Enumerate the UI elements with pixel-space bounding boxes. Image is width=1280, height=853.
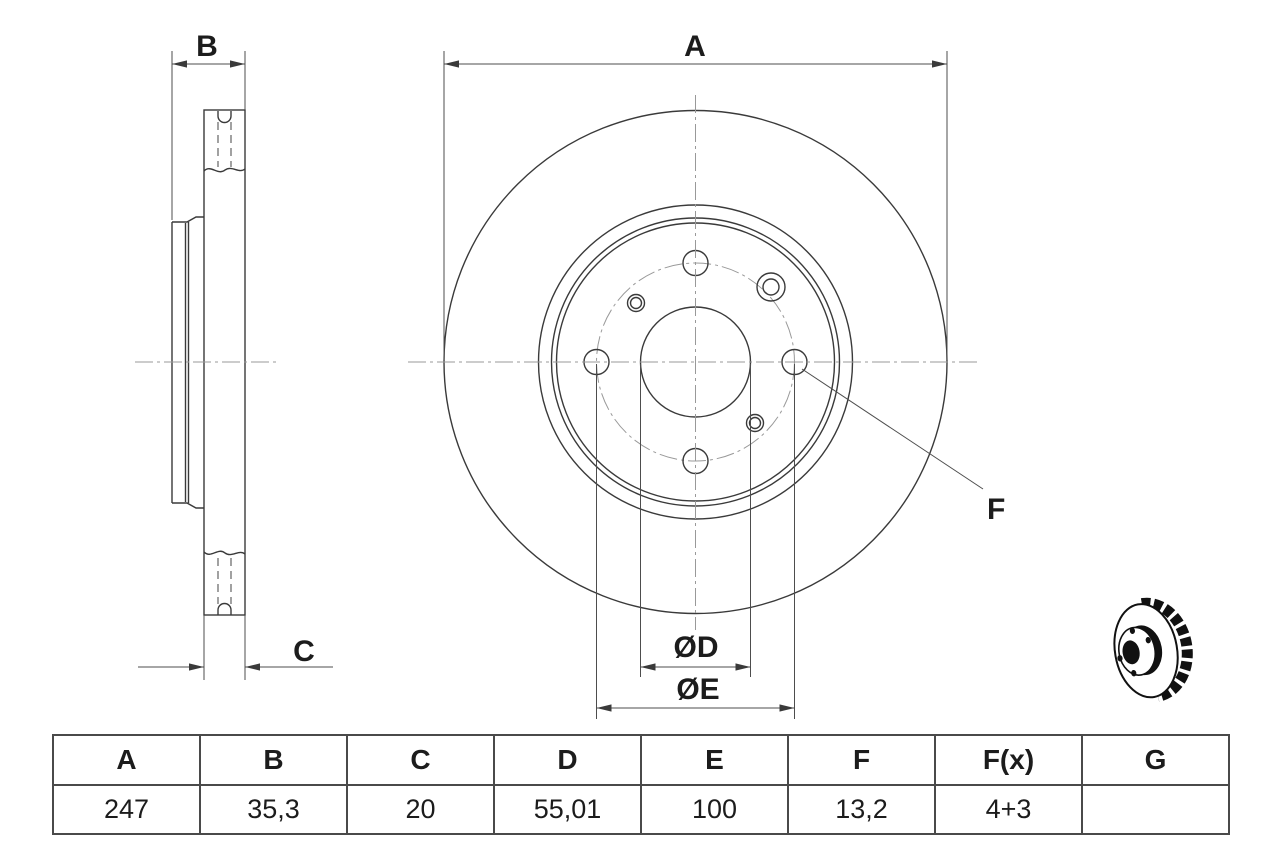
arrowhead: [735, 663, 751, 671]
spec-header-a: A: [52, 734, 201, 786]
break-line-top: [203, 167, 246, 173]
spec-header-d: D: [493, 734, 642, 786]
spec-header-f: F: [787, 734, 936, 786]
pin-hole-outer: [745, 413, 765, 433]
spec-header-row: A B C D E F F(x) G: [52, 734, 1230, 786]
spec-header-b: B: [199, 734, 348, 786]
spec-value-f: 13,2: [787, 784, 936, 835]
dimension-c: C: [138, 615, 333, 680]
hat-top-edge: [172, 216, 204, 223]
dimension-d: ØD: [640, 364, 751, 677]
center-bore: [1122, 640, 1140, 665]
front-view: [408, 95, 980, 630]
arrowhead: [230, 60, 245, 68]
dim-label-c: C: [293, 635, 315, 668]
set-screw-hole-inner: [762, 278, 780, 296]
spec-value-c: 20: [346, 784, 495, 835]
pin-hole-inner: [748, 416, 762, 430]
set-screw-hole-outer: [756, 272, 786, 302]
bolt-hole-dot: [1145, 636, 1151, 644]
pin-hole-inner: [629, 296, 643, 310]
dimension-b: B: [171, 30, 246, 220]
dimension-a: A: [443, 30, 948, 360]
vented-rim: [1140, 597, 1193, 702]
arrowhead: [932, 60, 947, 68]
spec-header-c: C: [346, 734, 495, 786]
side-view-cross-section: [135, 109, 280, 616]
arrowhead: [779, 704, 795, 712]
dimension-spec-table: A B C D E F F(x) G 247 35,3 20 55,01 100…: [52, 734, 1230, 835]
dim-label-b: B: [196, 30, 218, 63]
spec-header-e: E: [640, 734, 789, 786]
spec-value-fx: 4+3: [934, 784, 1083, 835]
dim-label-f: F: [987, 493, 1005, 526]
bolt-hole-dot: [1131, 669, 1137, 677]
dimension-e: ØE: [596, 364, 795, 719]
arrowhead: [245, 663, 260, 671]
bolt-hole-seat-arc: [217, 115, 232, 124]
spec-header-fx: F(x): [934, 734, 1083, 786]
spec-value-d: 55,01: [493, 784, 642, 835]
dim-label-e: ØE: [676, 673, 719, 706]
arrowhead: [189, 663, 204, 671]
arrowhead: [172, 60, 187, 68]
spec-header-g: G: [1081, 734, 1230, 786]
bolt-hole-seat-arc: [217, 602, 232, 611]
spec-value-b: 35,3: [199, 784, 348, 835]
vented-brake-disc-3d-icon: [1113, 597, 1193, 702]
bolt-hole-dot: [1117, 655, 1123, 662]
dimension-f-leader: F: [801, 368, 1005, 526]
spec-value-row: 247 35,3 20 55,01 100 13,2 4+3: [52, 784, 1230, 835]
dim-label-d: ØD: [674, 631, 719, 664]
pin-hole-outer: [626, 293, 646, 313]
bolt-hole-dot: [1129, 627, 1136, 634]
spec-value-g: [1081, 784, 1230, 835]
spec-value-a: 247: [52, 784, 201, 835]
spec-value-e: 100: [640, 784, 789, 835]
arrowhead: [596, 704, 612, 712]
arrowhead: [444, 60, 459, 68]
arrowhead: [640, 663, 656, 671]
break-line-bottom: [203, 550, 246, 556]
hat-bottom-edge: [172, 502, 204, 509]
dim-label-a: A: [684, 30, 706, 63]
